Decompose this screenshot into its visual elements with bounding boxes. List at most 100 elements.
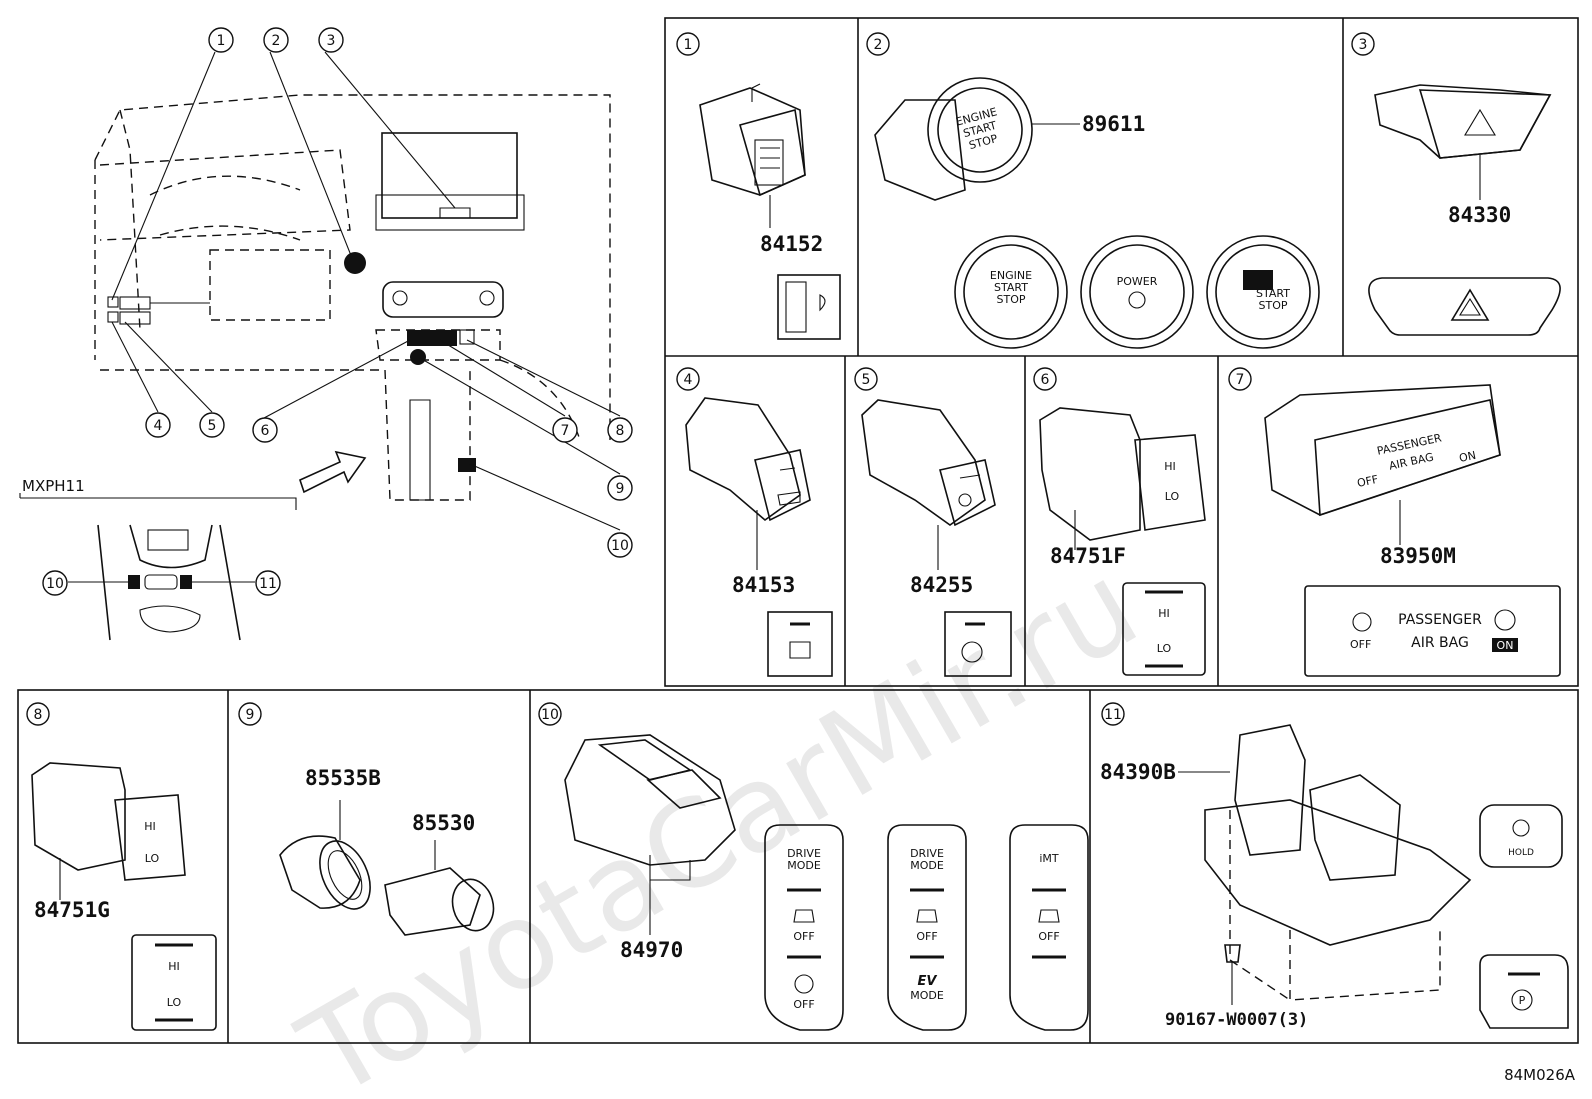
panel-callout-10-label: 10 — [541, 707, 559, 723]
panel-8-seat-heater: HI LO HI LO — [31, 762, 217, 1031]
drive-mode-pad-3: iMT OFF — [1009, 824, 1089, 1031]
part-number-84153: 84153 — [732, 573, 795, 597]
panel-7-off: OFF — [1350, 638, 1371, 651]
drive-mode-pad-1-mid: OFF — [793, 930, 814, 943]
start-button-1-line-1: ENGINE — [990, 269, 1032, 282]
panel-callout-1: 1 — [676, 32, 700, 56]
part-number-84255: 84255 — [910, 573, 973, 597]
panel-6-icon-hi: HI — [1158, 607, 1170, 620]
drive-mode-pad-1-bottom-1: OFF — [793, 998, 814, 1011]
panel-callout-8-label: 8 — [34, 707, 43, 723]
part-number-90167-W0007: 90167-W0007(3) — [1165, 1010, 1308, 1030]
drive-mode-pad-2-top-1: DRIVE — [910, 847, 944, 860]
drive-mode-pad-3-top-1: iMT — [1039, 852, 1059, 865]
watermark: ToyotaCarMir.ru — [278, 536, 1160, 1099]
part-number-84751G: 84751G — [34, 898, 110, 922]
start-button-2: POWER — [1080, 235, 1194, 349]
part-number-85535B: 85535B — [305, 766, 381, 790]
panel-10-drive-mode — [564, 734, 736, 935]
panel-callout-2-label: 2 — [874, 37, 883, 53]
overview-callout-6: 6 — [252, 417, 278, 443]
panel-1-switch — [699, 83, 841, 340]
part-number-89611: 89611 — [1082, 112, 1145, 136]
panel-7-on: ON — [1497, 639, 1514, 652]
panel-callout-9-label: 9 — [246, 707, 255, 723]
panel-4-switch — [685, 397, 833, 677]
overview-callout-5: 5 — [199, 412, 225, 438]
overview-callout-4: 4 — [145, 412, 171, 438]
variant-label: MXPH11 — [22, 477, 85, 495]
overview-callout-8: 8 — [607, 417, 633, 443]
panel-7-on-small: ON — [1458, 449, 1477, 465]
panel-callout-6: 6 — [1033, 367, 1057, 391]
panel-callout-7-label: 7 — [1236, 372, 1245, 388]
panel-8-hi: HI — [144, 820, 156, 833]
figure-code: 84M026A — [1504, 1066, 1576, 1084]
overview-callout-2: 2 — [263, 27, 289, 53]
panel-8-icon-lo: LO — [167, 996, 182, 1009]
part-number-84751F: 84751F — [1050, 544, 1126, 568]
drive-mode-pad-2-bottom-1: EV — [918, 974, 938, 989]
start-button-3-line-1: START — [1256, 287, 1290, 300]
panel-5-switch — [861, 399, 1012, 677]
overview-callout-9: 9 — [607, 475, 633, 501]
part-number-85530: 85530 — [412, 811, 475, 835]
panel-7-passenger: PASSENGER — [1398, 612, 1482, 628]
inset-callout-10: 10 — [42, 570, 68, 596]
panel-callout-4: 4 — [676, 367, 700, 391]
inset-callout-11-label: 11 — [259, 576, 277, 592]
inset-callout-10-label: 10 — [46, 576, 64, 592]
panel-9-sockets — [279, 800, 495, 936]
overview-callout-10: 10 — [607, 532, 633, 558]
panel-7-airbag: AIR BAG — [1411, 635, 1469, 651]
panel-7-passenger-small: PASSENGER — [1376, 431, 1443, 457]
panel-callout-2: 2 — [866, 32, 890, 56]
start-button-3-line-2: STOP — [1259, 299, 1288, 312]
overview-callout-1-label: 1 — [217, 33, 226, 49]
panel-callout-4-label: 4 — [684, 372, 693, 388]
overview-callout-1: 1 — [208, 27, 234, 53]
panel-callout-8: 8 — [26, 702, 50, 726]
overview-callout-7: 7 — [552, 417, 578, 443]
panel-callout-5-label: 5 — [862, 372, 871, 388]
start-button-1-line-2: START — [994, 281, 1028, 294]
panel-callout-6-label: 6 — [1041, 372, 1050, 388]
drive-mode-pad-1-top-1: DRIVE — [787, 847, 821, 860]
panel-6-icon-lo: LO — [1157, 642, 1172, 655]
panel-6-hi: HI — [1164, 460, 1176, 473]
overview-callout-3: 3 — [318, 27, 344, 53]
panel-6-lo: LO — [1165, 490, 1180, 503]
svg-text:P: P — [1519, 994, 1526, 1007]
start-button-2-line-1: POWER — [1117, 275, 1158, 288]
panel-callout-10: 10 — [538, 702, 562, 726]
panel-callout-3-label: 3 — [1359, 37, 1368, 53]
inset-callout-11: 11 — [255, 570, 281, 596]
panel-8-icon-hi: HI — [168, 960, 180, 973]
overview-callouts: 1 2 3 4 5 6 7 8 9 10 — [145, 27, 633, 558]
overview-callout-10-label: 10 — [611, 538, 629, 554]
part-number-84330: 84330 — [1448, 203, 1511, 227]
overview-callout-5-label: 5 — [208, 418, 217, 434]
drive-mode-pad-2-mid: OFF — [916, 930, 937, 943]
panel-3-hazard — [1368, 84, 1561, 336]
panel-callout-9: 9 — [238, 702, 262, 726]
drive-mode-pad-1-top-2: MODE — [787, 859, 821, 872]
hold-label: HOLD — [1508, 848, 1534, 858]
panel-callout-11: 11 — [1101, 702, 1125, 726]
panel-6-seat-heater: HI LO HI LO — [1039, 407, 1206, 676]
drive-mode-pad-2-top-2: MODE — [910, 859, 944, 872]
drive-mode-pad-2-bottom-2: MODE — [910, 989, 944, 1002]
panel-8-lo: LO — [145, 852, 160, 865]
start-button-1-line-3: STOP — [997, 293, 1026, 306]
panel-callout-7: 7 — [1228, 367, 1252, 391]
panel-2-engine-start: ENGINE START STOP — [874, 77, 1080, 201]
drive-mode-pad-3-mid: OFF — [1038, 930, 1059, 943]
part-number-84390B: 84390B — [1100, 760, 1176, 784]
panel-7-off-small: OFF — [1356, 473, 1380, 490]
